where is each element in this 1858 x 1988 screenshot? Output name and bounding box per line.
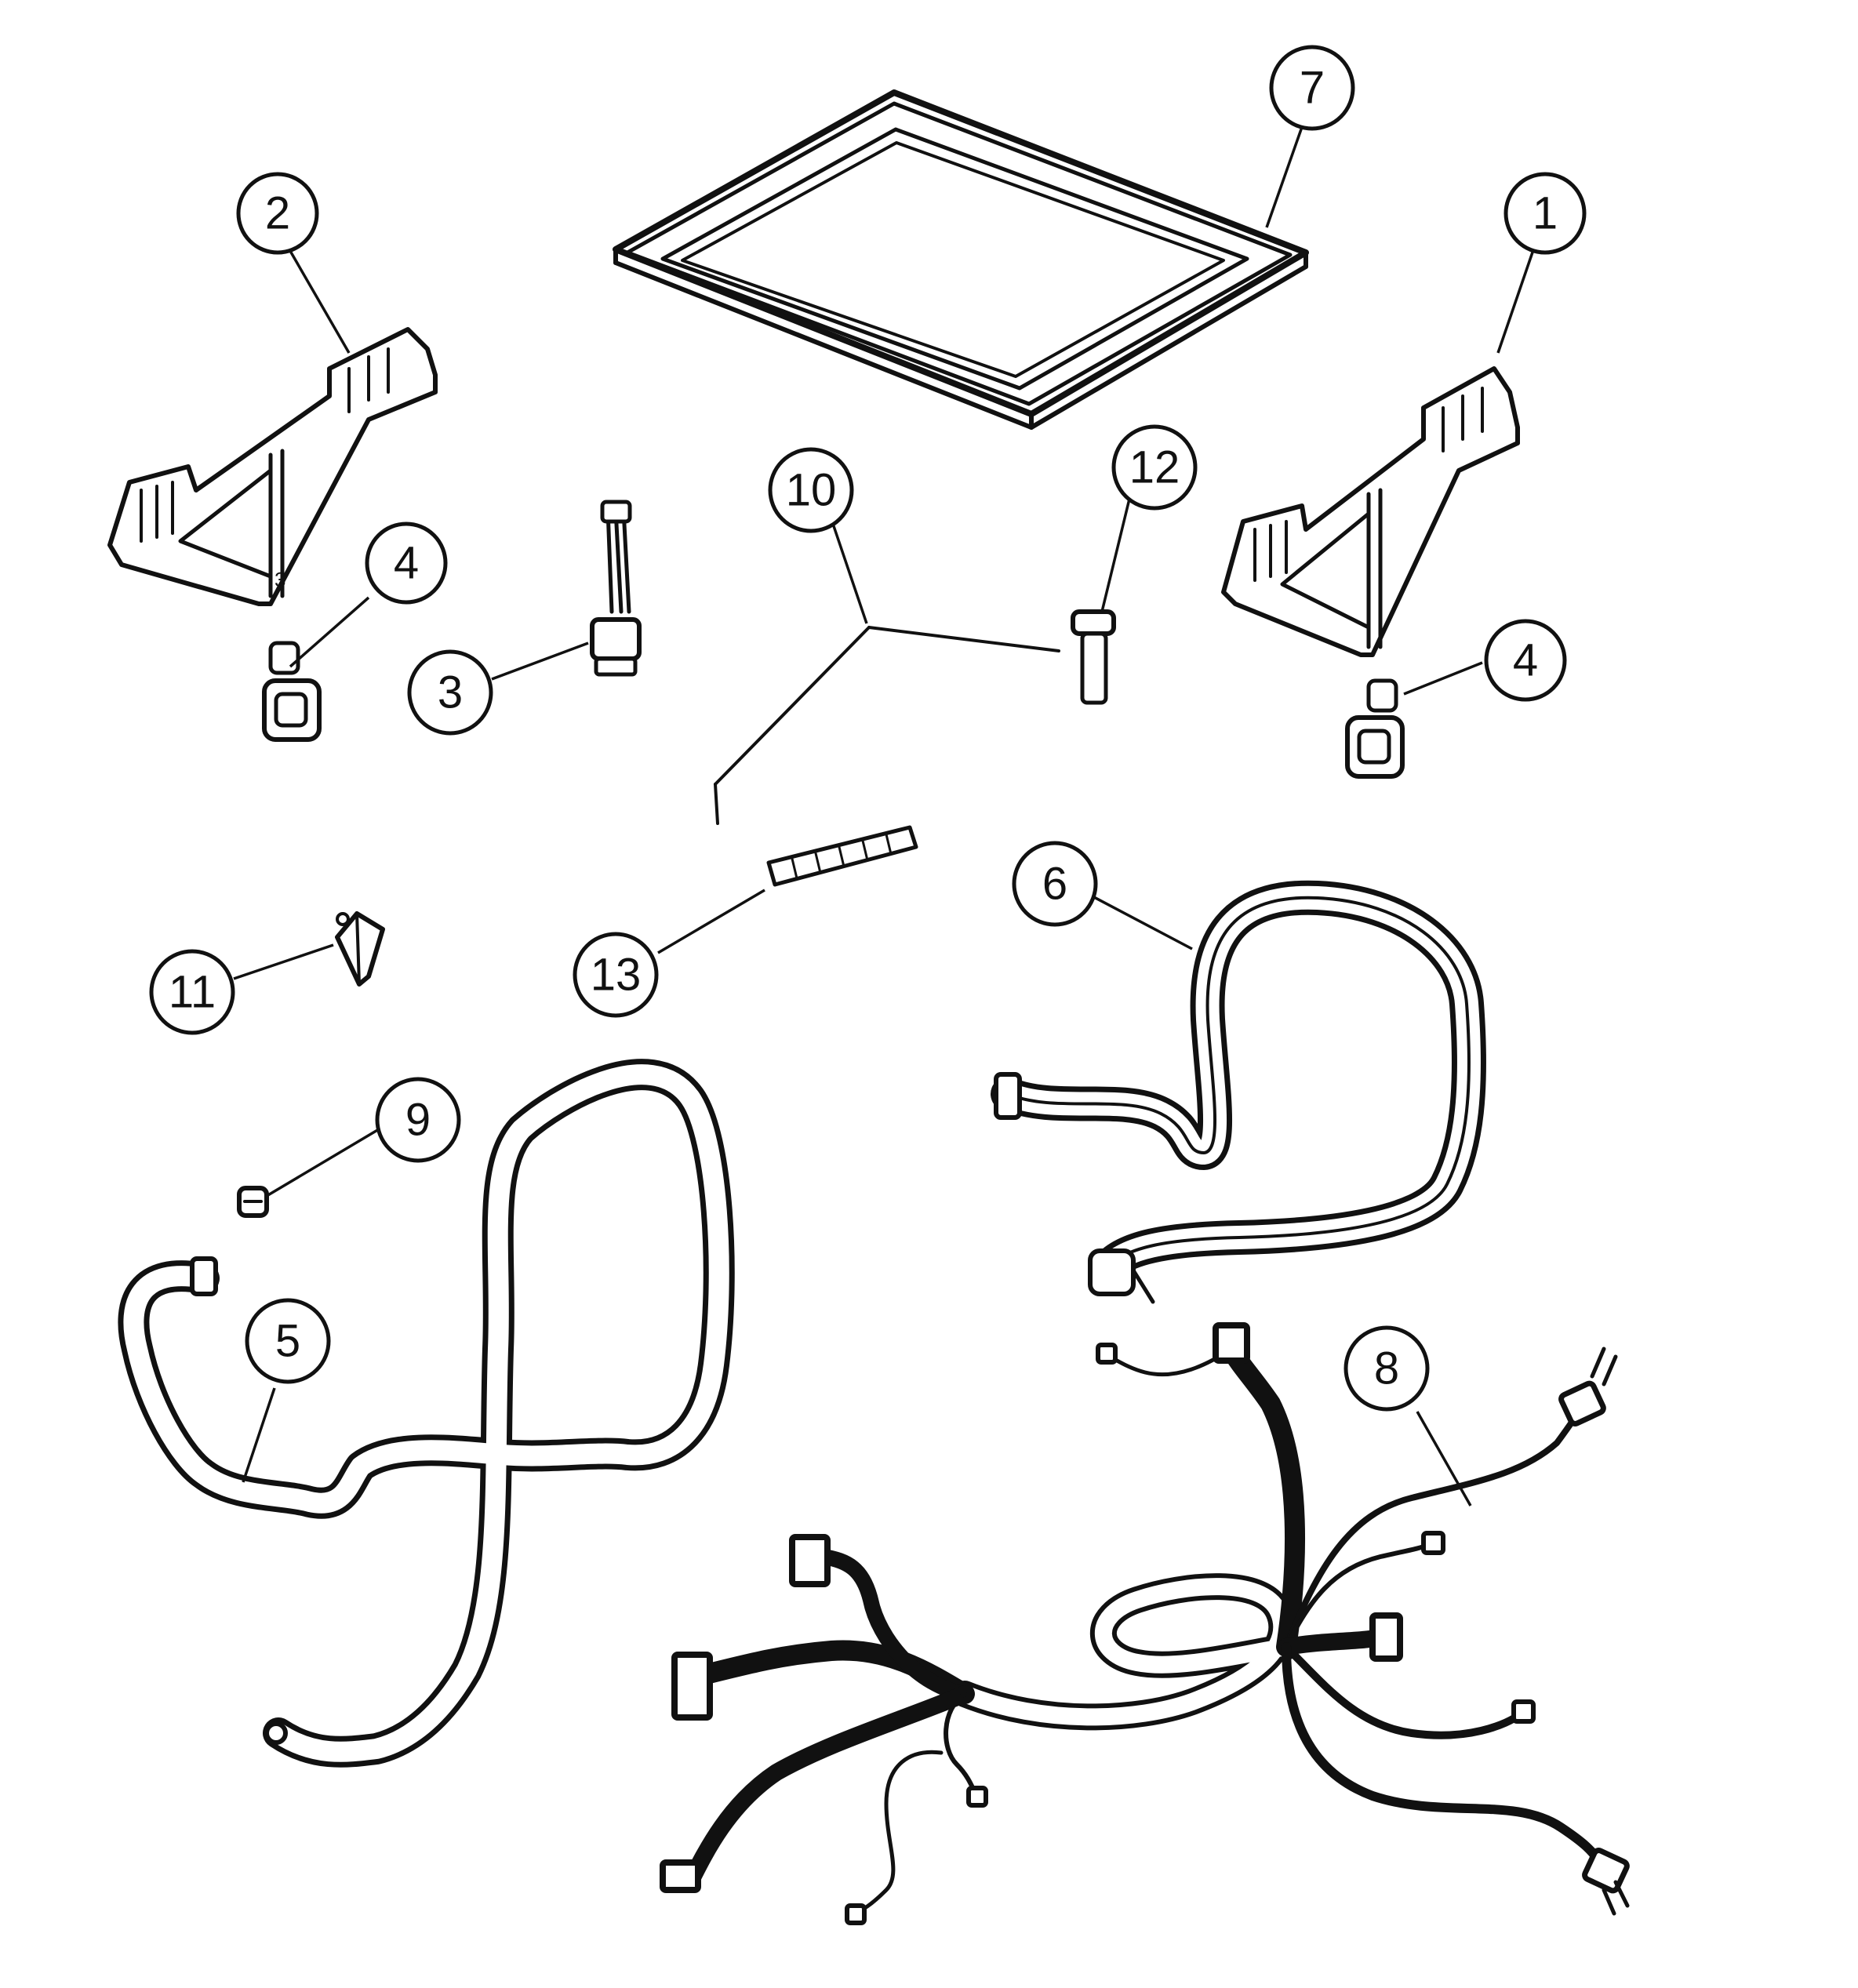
callout-6: 6 (1012, 841, 1098, 927)
callout-9-label: 9 (405, 1095, 431, 1146)
callout-4-right-label: 4 (1513, 635, 1538, 686)
callout-1-label: 1 (1533, 188, 1558, 239)
callout-8-label: 8 (1374, 1343, 1399, 1394)
callout-4-left: 4 (365, 522, 448, 605)
callout-5: 5 (245, 1298, 331, 1384)
part-7-frame (613, 89, 1309, 430)
callout-13-label: 13 (591, 950, 642, 1001)
part-4-clip-left (262, 641, 322, 742)
leader-lines (233, 126, 1537, 1506)
part-5-hose (118, 1059, 735, 1768)
callout-3: 3 (407, 649, 493, 736)
part-6-hose (991, 880, 1486, 1304)
callout-12: 12 (1111, 424, 1198, 511)
callout-4-left-label: 4 (394, 538, 419, 589)
callout-11: 11 (149, 949, 235, 1035)
svg-text:3: 3 (275, 568, 285, 591)
callout-2-label: 2 (265, 188, 290, 239)
callout-1: 1 (1503, 172, 1587, 255)
callout-3-label: 3 (438, 667, 463, 718)
callout-12-label: 12 (1129, 442, 1180, 493)
part-3-switch (590, 500, 642, 677)
part-8-harness (660, 1322, 1630, 1925)
part-11-bracket (335, 911, 385, 987)
callout-7: 7 (1269, 45, 1355, 131)
callout-5-label: 5 (275, 1316, 300, 1367)
callout-13: 13 (573, 932, 659, 1018)
callout-7-label: 7 (1300, 63, 1325, 114)
part-9-grommet (237, 1186, 269, 1218)
callout-4-right: 4 (1484, 619, 1567, 702)
callout-11-label: 11 (169, 967, 216, 1018)
callout-8: 8 (1344, 1325, 1430, 1412)
callout-6-label: 6 (1042, 859, 1067, 910)
part-12-bolt (1071, 609, 1116, 705)
part-4-clip-right (1345, 678, 1405, 779)
part-1-bracket (1221, 366, 1520, 657)
callout-2: 2 (236, 172, 319, 255)
callout-10-label: 10 (786, 465, 837, 516)
part-10-rod (714, 626, 1060, 825)
callout-9: 9 (375, 1077, 461, 1163)
part-2-bracket: 3 (107, 327, 438, 606)
part-13-connector (766, 825, 918, 887)
callout-10: 10 (768, 447, 854, 533)
